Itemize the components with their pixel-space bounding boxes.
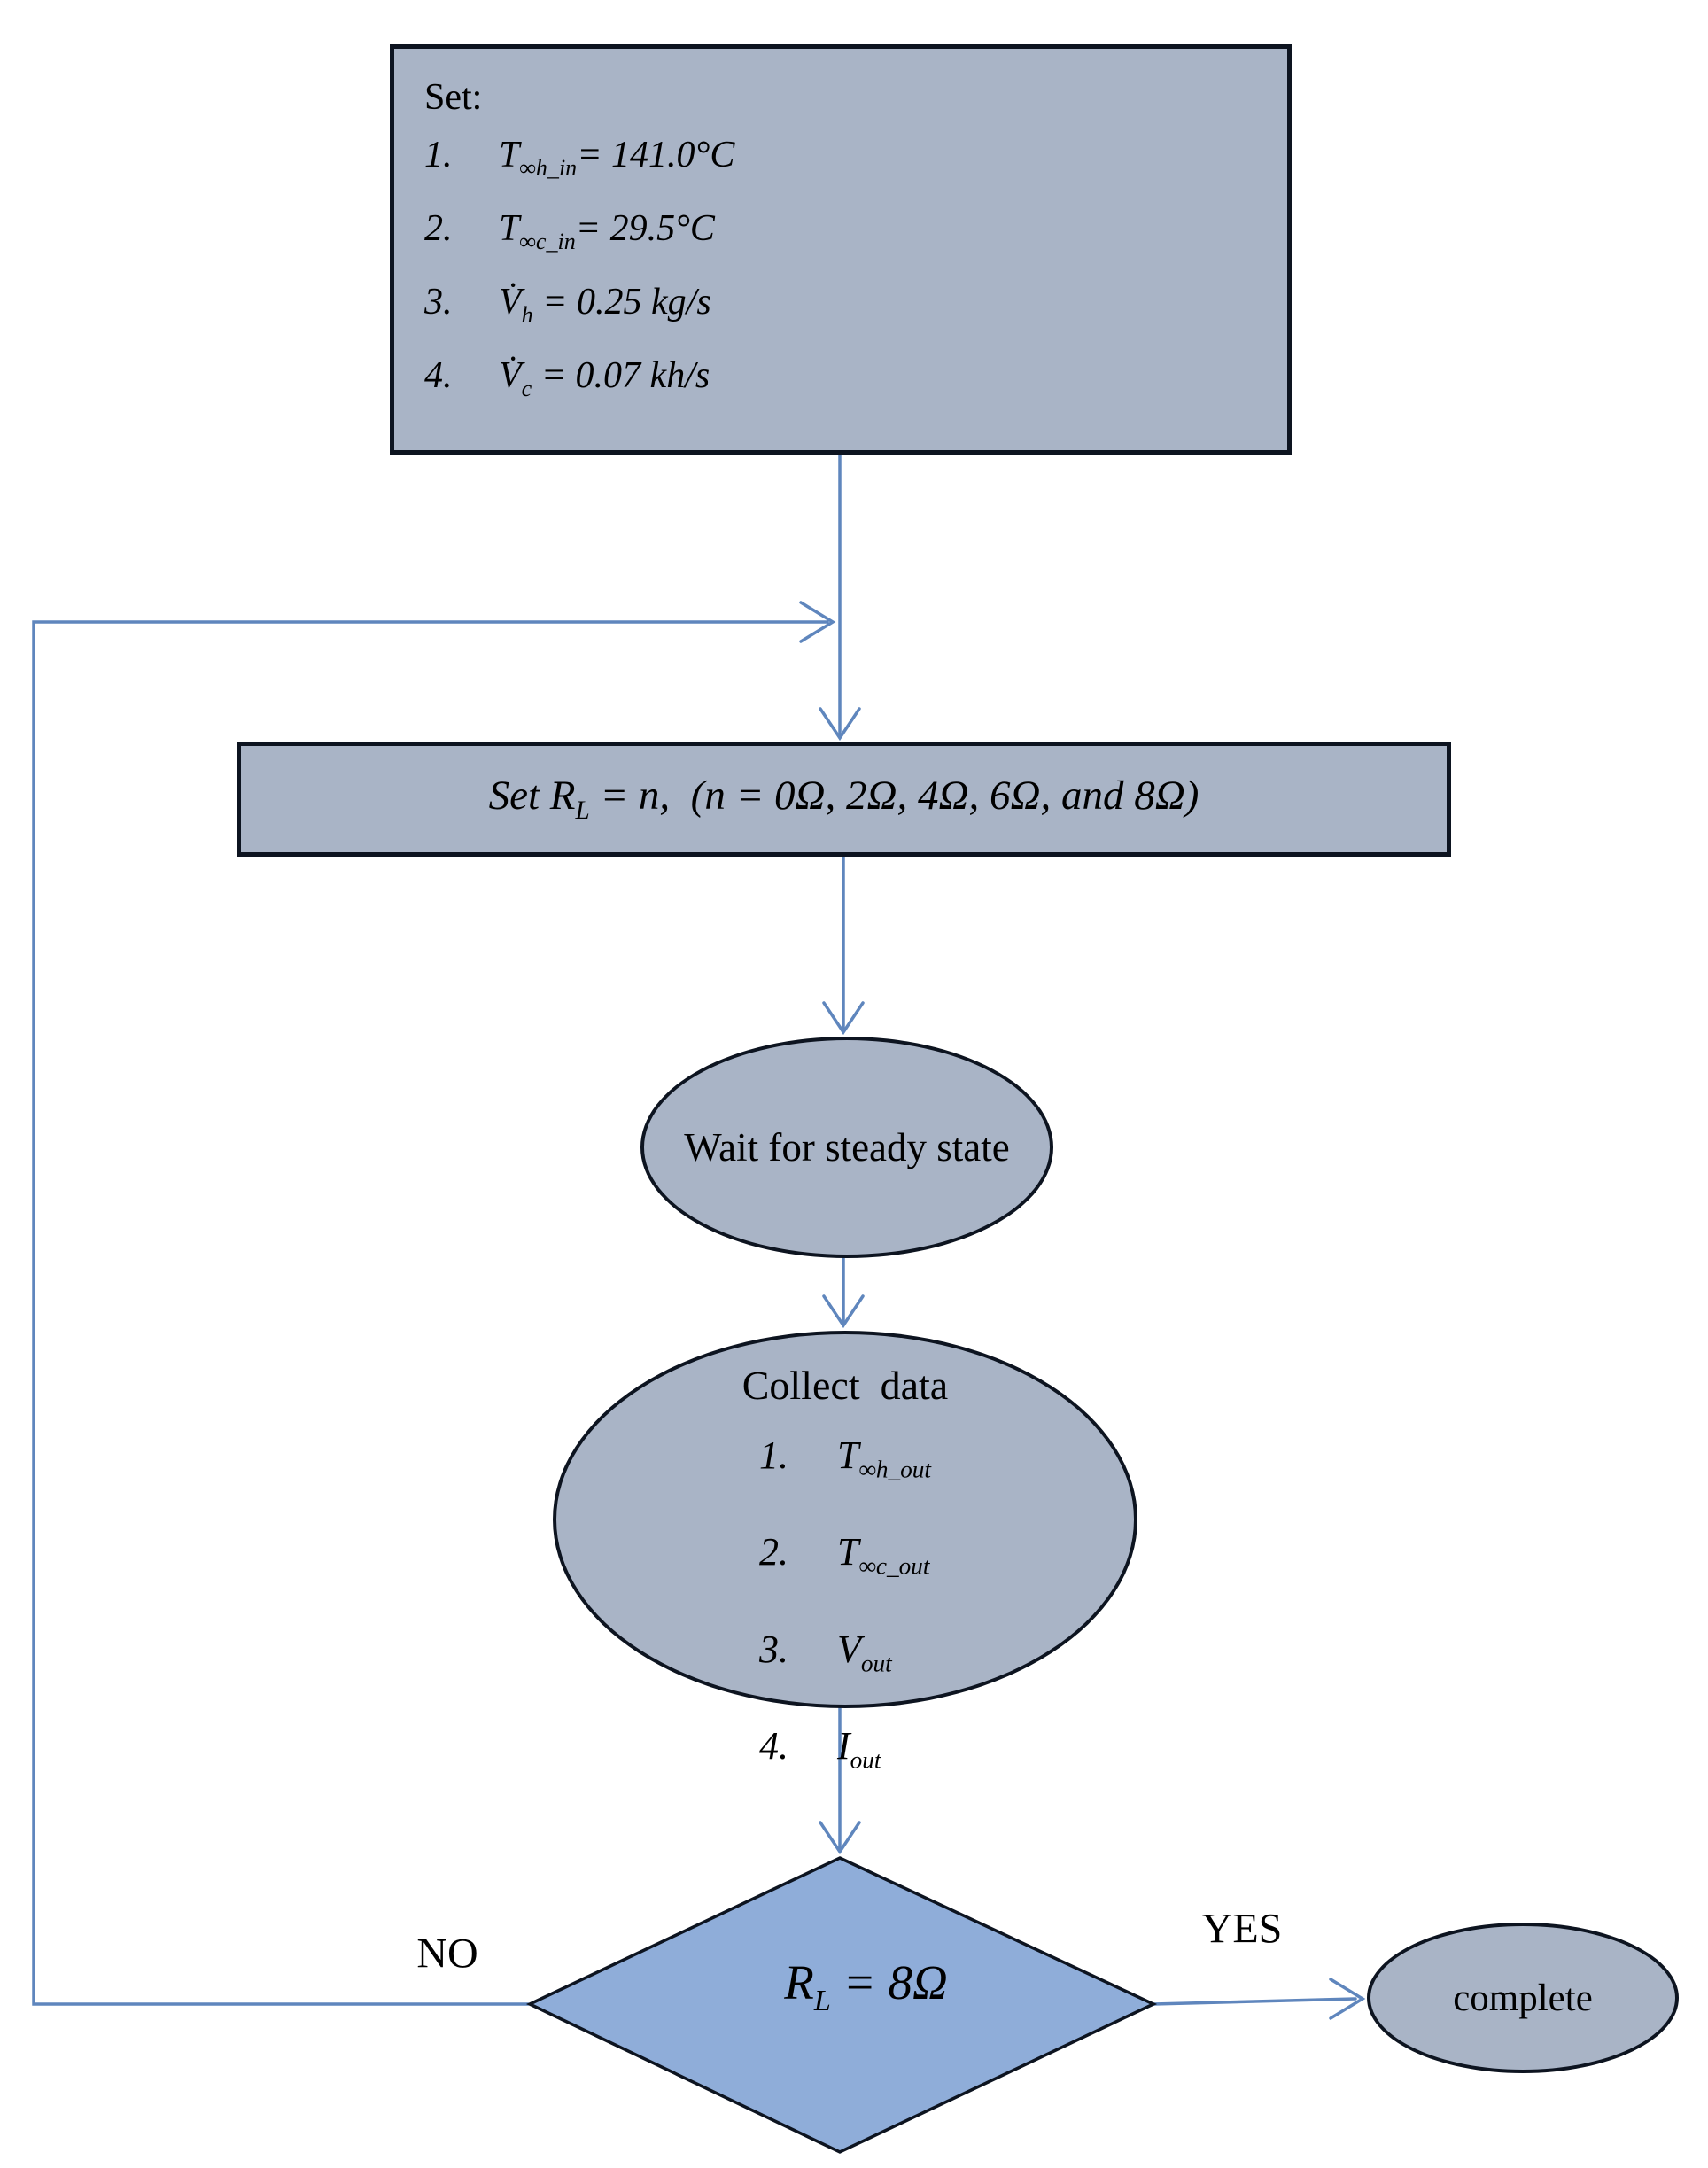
collect-item-4: 4. Iout bbox=[759, 1705, 931, 1801]
collect-item-1: 1. T∞h_out bbox=[759, 1414, 931, 1511]
wait-ellipse-label: Wait for steady state bbox=[684, 1125, 1010, 1169]
collect-item-2-text: T∞c_out bbox=[836, 1530, 930, 1580]
setup-item-1-number: 1. bbox=[424, 135, 453, 175]
collect-item-3: 3. Vout bbox=[759, 1608, 931, 1705]
complete-ellipse: complete bbox=[1367, 1923, 1679, 2073]
collect-title: Collect data bbox=[741, 1363, 949, 1408]
collect-item-1-text: T∞h_out bbox=[836, 1434, 932, 1483]
setup-item-2: 2. T∞c_in= 29.5°C bbox=[424, 198, 1261, 272]
edge-yes-to-complete bbox=[1152, 1997, 1357, 2006]
collect-item-3-text: Vout bbox=[836, 1627, 892, 1677]
setup-item-3-number: 3. bbox=[424, 281, 453, 322]
setup-item-4-text: V̇c = 0.07 kh/s bbox=[499, 354, 710, 401]
arrowhead-into-complete bbox=[1329, 1978, 1366, 2020]
setup-item-2-text: T∞c_in= 29.5°C bbox=[499, 207, 715, 254]
setup-item-4: 4. V̇c = 0.07 kh/s bbox=[424, 346, 1261, 419]
collect-list: 1. T∞h_out 2. T∞c_out 3. Vout 4. Iout bbox=[759, 1414, 931, 1801]
setup-item-4-number: 4. bbox=[424, 354, 453, 396]
collect-item-2: 2. T∞c_out bbox=[759, 1511, 931, 1607]
setup-item-3-text: V̇h = 0.25 kg/s bbox=[499, 281, 711, 328]
arrowhead-into-diamond bbox=[819, 1821, 861, 1855]
edge-no-loop bbox=[32, 620, 829, 2006]
collect-item-4-text: Iout bbox=[836, 1724, 881, 1774]
setup-item-1-text: T∞h_in= 141.0°C bbox=[499, 135, 735, 181]
setup-box: Set: 1. T∞h_in= 141.0°C 2. T∞c_in= 29.5°… bbox=[390, 44, 1292, 455]
complete-ellipse-label: complete bbox=[1453, 1977, 1593, 2019]
decision-diamond-shape bbox=[525, 1856, 1158, 2154]
setup-item-3: 3. V̇h = 0.25 kg/s bbox=[424, 272, 1261, 346]
yes-branch-label: YES bbox=[1201, 1905, 1283, 1953]
decision-diamond-label: RL = 8Ω bbox=[784, 1955, 948, 2017]
arrowhead-into-setrl bbox=[819, 707, 861, 742]
wait-ellipse: Wait for steady state bbox=[640, 1037, 1053, 1258]
set-rl-box: Set RL = n, (n = 0Ω, 2Ω, 4Ω, 6Ω, and 8Ω) bbox=[237, 742, 1451, 857]
collect-data-ellipse: Collect data 1. T∞h_out 2. T∞c_out 3. Vo… bbox=[553, 1331, 1137, 1773]
no-branch-label: NO bbox=[416, 1930, 478, 1978]
setup-item-2-number: 2. bbox=[424, 207, 453, 249]
setup-box-title: Set: bbox=[424, 77, 483, 118]
arrowhead-into-wait bbox=[822, 1001, 865, 1036]
set-rl-text: Set RL = n, (n = 0Ω, 2Ω, 4Ω, 6Ω, and 8Ω) bbox=[488, 773, 1199, 826]
arrowhead-loop-junction bbox=[799, 601, 836, 643]
setup-item-1: 1. T∞h_in= 141.0°C bbox=[424, 125, 1261, 198]
arrowhead-into-collect bbox=[822, 1294, 865, 1329]
